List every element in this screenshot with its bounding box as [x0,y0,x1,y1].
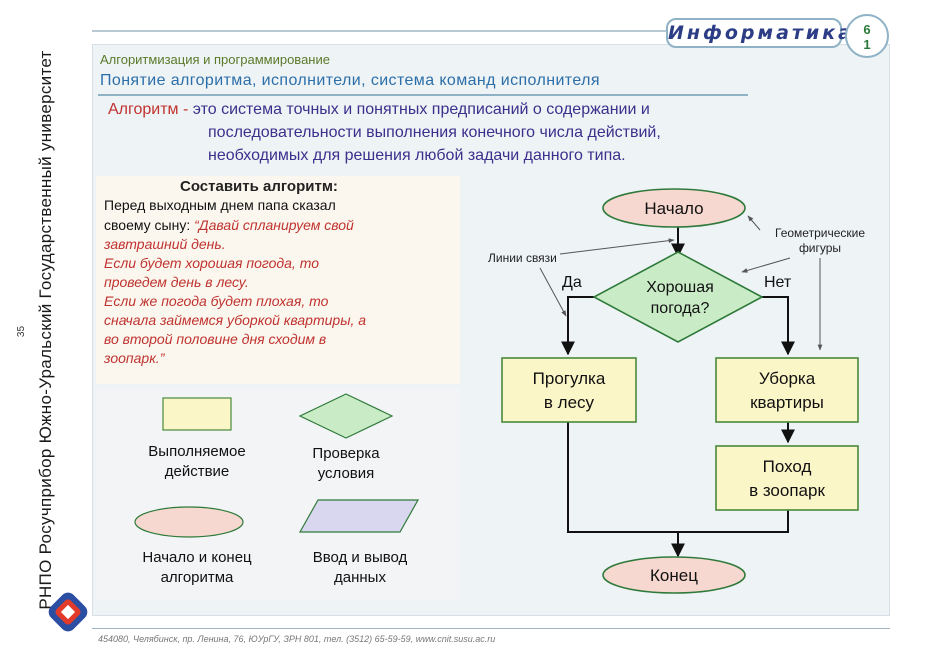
task-quote-line: во второй половине дня сходим в [104,331,327,347]
grade-top: 6 [863,22,871,37]
task-quote-line: своему сыну: “Давай спланируем свой [104,217,354,233]
legend-action-shape [162,397,232,431]
flow-end-terminal [602,556,746,594]
task-quote-line: проведем день в лесу. [104,274,249,290]
definition-line-2: последовательности выполнения конечного … [208,124,661,141]
legend-io-shape [298,499,420,533]
definition-term: Алгоритм - [108,101,189,118]
footer-rule [92,628,890,629]
flow-decision-label-1: Хорошая [646,279,714,296]
legend-start-end-shape [134,506,244,538]
flow-clean-label-2: квартиры [750,393,824,412]
topic-underline [98,94,748,96]
task-quote: своему сыну: “Давай спланируем свой завт… [104,216,464,368]
flow-walk-label-2: в лесу [544,393,595,412]
annotation-shapes-label-1: Геометрические [775,226,865,240]
flow-end-label: Конец [650,566,698,585]
flow-start-label: Начало [644,199,703,218]
task-quote-line: сначала займемся уборкой квартиры, а [104,312,367,328]
flow-yes-label: Да [562,274,582,291]
flow-start-terminal [602,188,746,228]
task-intro-1: Перед выходным днем папа сказал [104,197,336,213]
flow-zoo-label-1: Поход [763,457,812,476]
side-strip: РНПО Росучприбор Южно-Уральский Государс… [0,0,92,662]
annotation-links-label: Линии связи [488,251,557,265]
legend-box [96,388,460,600]
flow-action-walk [501,357,637,423]
task-quote-line: Если же погода будет плохая, то [104,293,329,309]
task-quote-line: Если будет хорошая погода, то [104,255,319,271]
publisher-logo-icon [48,592,88,632]
flow-decision-weather [592,251,764,343]
definition-line-1: Алгоритм - это система точных и понятных… [108,101,650,119]
flow-clean-label-1: Уборка [759,369,816,388]
section-label: Алгоритмизация и программирование [100,52,330,67]
definition-text-1: это система точных и понятных предписани… [192,101,650,118]
topic-title: Понятие алгоритма, исполнители, система … [100,72,600,89]
task-quote-line: завтрашний день. [104,236,226,252]
task-box [96,176,460,384]
flow-no-label: Нет [764,274,792,291]
task-quote-line: зоопарк.” [104,350,165,366]
header-rule [92,30,682,32]
flow-walk-label-1: Прогулка [533,369,606,388]
task-intro-2: своему сыну: [104,217,195,233]
flow-action-zoo [715,445,859,511]
brand-title: Информатика [666,18,851,48]
grade-bottom: 1 [863,37,871,52]
flow-zoo-label-2: в зоопарк [749,481,825,500]
footer-address: 454080, Челябинск, пр. Ленина, 76, ЮУрГУ… [98,634,496,644]
flow-decision-label-2: погода? [651,300,710,317]
flow-action-clean [715,357,859,423]
definition-line-3: необходимых для решения любой задачи дан… [208,147,626,164]
grade-badge: 6 1 [845,14,889,58]
annotation-shapes-label-2: фигуры [799,241,841,255]
task-title: Составить алгоритм: [180,178,338,195]
legend-condition-shape [298,393,394,439]
